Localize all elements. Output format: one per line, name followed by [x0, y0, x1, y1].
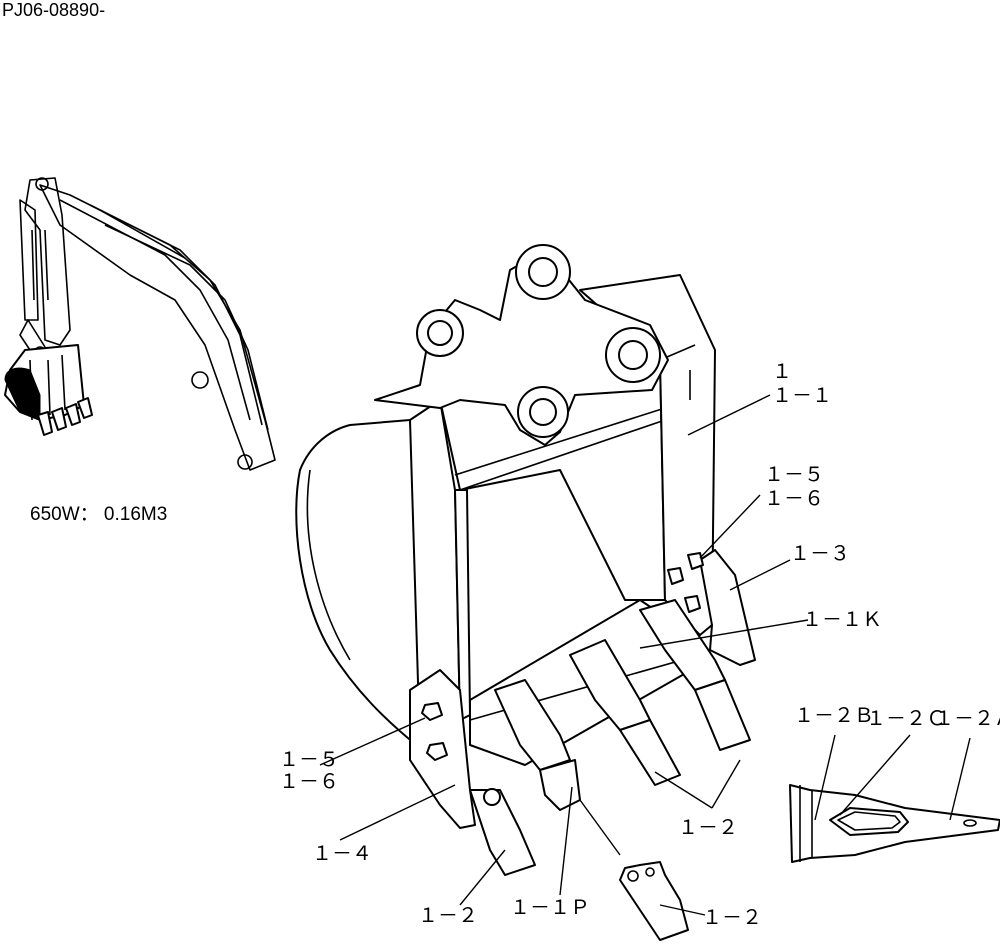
callout-1-2-teeth: １－２ — [678, 815, 738, 839]
excavator-overview-illustration — [4, 177, 276, 471]
model-capacity-caption: 650W： 0.16M3 — [30, 504, 168, 525]
callout-1-2b: １－２Ｂ — [794, 703, 874, 727]
callout-leader-lines — [319, 394, 971, 916]
callout-1: １ — [772, 359, 792, 383]
callout-1-1: １－１ — [772, 383, 832, 407]
callout-1-1k: １－１Ｋ — [802, 607, 882, 631]
callout-1-5-lower: １－５ — [279, 747, 339, 771]
document-code: PJ06-08890- — [2, 0, 106, 20]
callout-1-6-upper: １－６ — [764, 486, 824, 510]
loose-tooth-illustration — [619, 861, 689, 941]
callout-1-5-upper: １－５ — [764, 462, 824, 486]
callout-1-4: １－４ — [312, 841, 372, 865]
callout-1-2-loose-tooth: １－２ — [702, 905, 762, 929]
callout-1-1p: １－１Ｐ — [510, 895, 590, 919]
callout-1-6-lower: １－６ — [279, 769, 339, 793]
callout-1-2-left-tooth: １－２ — [418, 903, 478, 927]
adapter-detail-illustration — [789, 784, 1000, 863]
callout-labels: １ １－１ １－５ １－６ １－３ １－１Ｋ １－２Ｂ １－２Ｃ １－２Ａ １－… — [279, 359, 1000, 929]
bucket-assembly — [295, 244, 756, 876]
callout-1-3: １－３ — [790, 541, 850, 565]
callout-1-2a: １－２Ａ — [934, 706, 1000, 730]
callout-1-2c: １－２Ｃ — [866, 706, 946, 730]
